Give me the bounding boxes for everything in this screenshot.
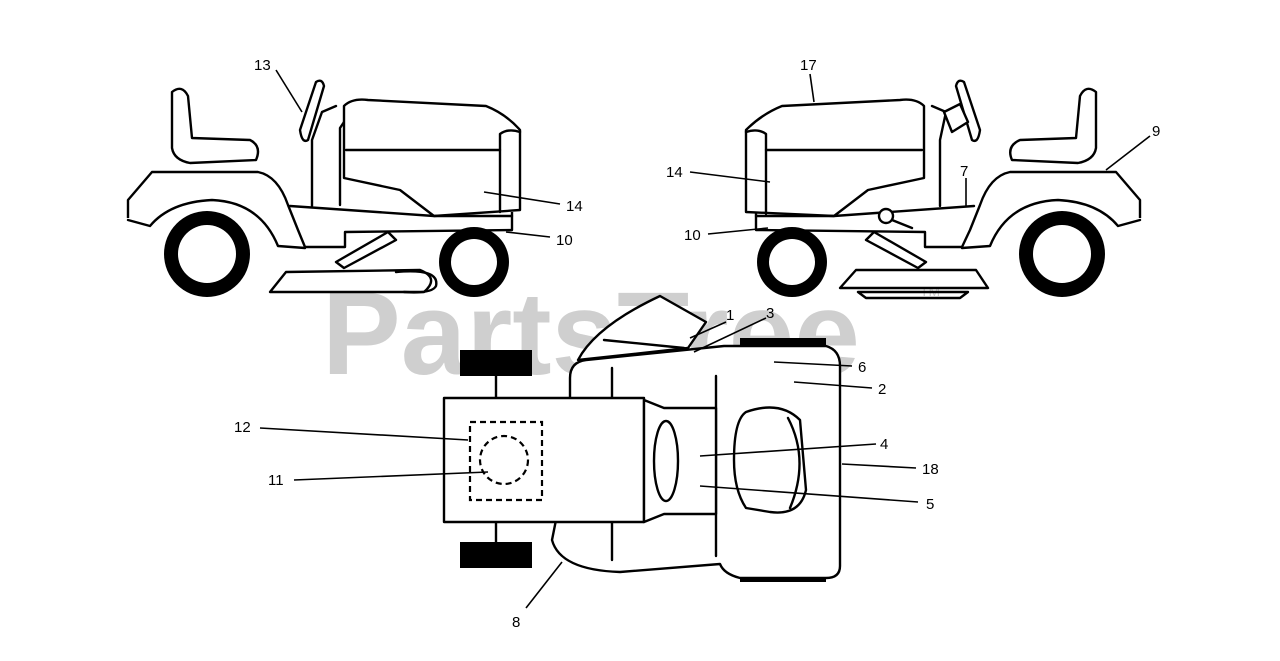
seat-left (170, 87, 260, 165)
leader-8 (525, 561, 563, 609)
callout-14-left: 14 (566, 198, 583, 215)
leader-2 (793, 381, 873, 389)
callout-10-left: 10 (556, 232, 573, 249)
leader-10-left (505, 231, 551, 238)
steering-wheel-left (298, 79, 326, 143)
mower-deck-left (268, 268, 433, 294)
callout-14-right: 14 (666, 164, 683, 181)
leader-17 (809, 73, 815, 103)
leader-lines (259, 69, 1151, 609)
callout-3: 3 (766, 305, 774, 322)
callout-12: 12 (234, 419, 251, 436)
tractor-right-side-view (744, 79, 1142, 300)
leader-12 (259, 427, 469, 441)
callout-labels: 13 14 10 17 9 7 14 10 1 3 6 2 12 11 4 18… (234, 57, 1160, 631)
deck-lever-right (864, 230, 928, 270)
leader-18 (841, 463, 917, 469)
rear-fender-inner-right (960, 198, 1142, 250)
callout-5: 5 (926, 496, 934, 513)
deck-skirt-right (856, 290, 970, 300)
rear-wheel-hub-left (178, 225, 236, 283)
leader-14-left (483, 191, 561, 205)
leader-1 (689, 321, 727, 339)
leader-4 (699, 443, 877, 457)
mower-deck-right (838, 268, 990, 290)
leader-5 (699, 485, 919, 503)
hood-oval-top (732, 406, 808, 514)
rear-tire-top-upper (460, 350, 532, 376)
hood-side-panel-left (344, 129, 522, 152)
callout-9: 9 (1152, 123, 1160, 140)
tractor-left-side-view (126, 79, 522, 297)
body-rear-top (442, 396, 646, 524)
steering-wheel-top (652, 419, 680, 503)
steering-column-left (310, 104, 338, 208)
dash-right (942, 102, 970, 134)
callout-4: 4 (880, 436, 888, 453)
frame-left (288, 204, 514, 218)
leader-14-right (689, 171, 771, 183)
steering-column-right (930, 104, 948, 208)
rear-fender-right (754, 170, 1142, 249)
callout-2: 2 (878, 381, 886, 398)
callout-11: 11 (268, 472, 284, 489)
hood-right (744, 98, 926, 218)
leader-11 (293, 471, 489, 481)
frame-right (754, 204, 976, 218)
tractor-top-view (442, 294, 842, 582)
deck-chute-left (394, 270, 438, 294)
deck-lever-left (334, 230, 398, 270)
callout-18: 18 (922, 461, 939, 478)
rear-wheel-hub-right (1033, 225, 1091, 283)
steering-wheel-right (954, 79, 982, 143)
callout-8: 8 (512, 614, 520, 631)
callout-13: 13 (254, 57, 271, 74)
seat-circle-dashed (478, 434, 530, 486)
rear-tire-top-lower (460, 542, 532, 568)
leader-6 (773, 361, 853, 367)
seat-outline-dashed (468, 420, 544, 502)
fuel-cap-right (877, 207, 895, 225)
rear-fender-left (126, 170, 514, 249)
leader-3 (693, 317, 767, 353)
callout-1: 1 (726, 307, 734, 324)
callout-6: 6 (858, 359, 866, 376)
callout-7: 7 (960, 163, 968, 180)
seat-right (1009, 87, 1098, 165)
hood-side-panel-right (744, 129, 924, 152)
leader-10-right (707, 227, 769, 235)
chute-inner-top (602, 338, 686, 350)
callout-10-right: 10 (684, 227, 701, 244)
rear-fender-inner-left (126, 198, 307, 250)
front-wheel-hub-left (451, 239, 497, 285)
leader-13 (275, 69, 303, 113)
callout-17: 17 (800, 57, 817, 74)
hood-rim-top (786, 416, 801, 510)
front-wheel-hub-right (769, 239, 815, 285)
fuel-cap-handle-right (890, 218, 914, 230)
leader-9 (1105, 135, 1151, 171)
hood-left (342, 98, 522, 218)
discharge-chute-top (576, 294, 708, 362)
